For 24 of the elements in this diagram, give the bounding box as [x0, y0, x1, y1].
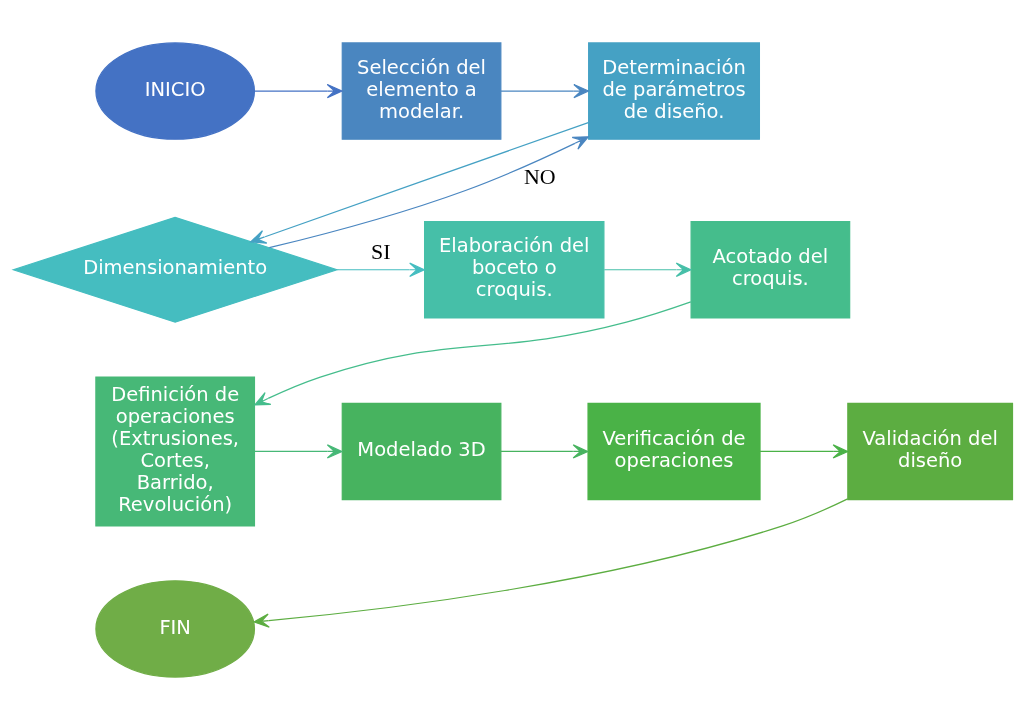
arrow — [253, 83, 343, 99]
arrow — [250, 121, 589, 244]
node-diamond: Dimensionamiento — [11, 216, 339, 323]
arrow — [268, 136, 589, 249]
node-box: Verificación de operaciones — [587, 402, 761, 501]
arrow — [500, 444, 589, 459]
arrow — [254, 301, 692, 406]
node-box: Definición de operaciones (Extrusiones, Cortes, Barrido, Revolución) — [95, 376, 256, 527]
arrow — [603, 262, 692, 277]
edge-label: NO — [524, 163, 556, 189]
arrow — [253, 498, 849, 628]
node-box: Modelado 3D — [341, 402, 502, 501]
arrow — [336, 262, 425, 277]
node-box: Validación del diseño — [847, 402, 1014, 501]
node-ellipse: INICIO — [95, 42, 256, 140]
node-box: Selección del elemento a modelar. — [341, 42, 502, 140]
arrow — [500, 83, 590, 99]
node-box: Determinación de parámetros de diseño. — [588, 42, 760, 140]
edge-label: SI — [370, 239, 391, 265]
node-box: Acotado del croquis. — [690, 220, 851, 319]
arrow — [759, 444, 849, 459]
node-ellipse: FIN — [95, 580, 256, 678]
arrow — [253, 444, 343, 459]
node-box: Elaboración del boceto o croquis. — [424, 220, 605, 319]
